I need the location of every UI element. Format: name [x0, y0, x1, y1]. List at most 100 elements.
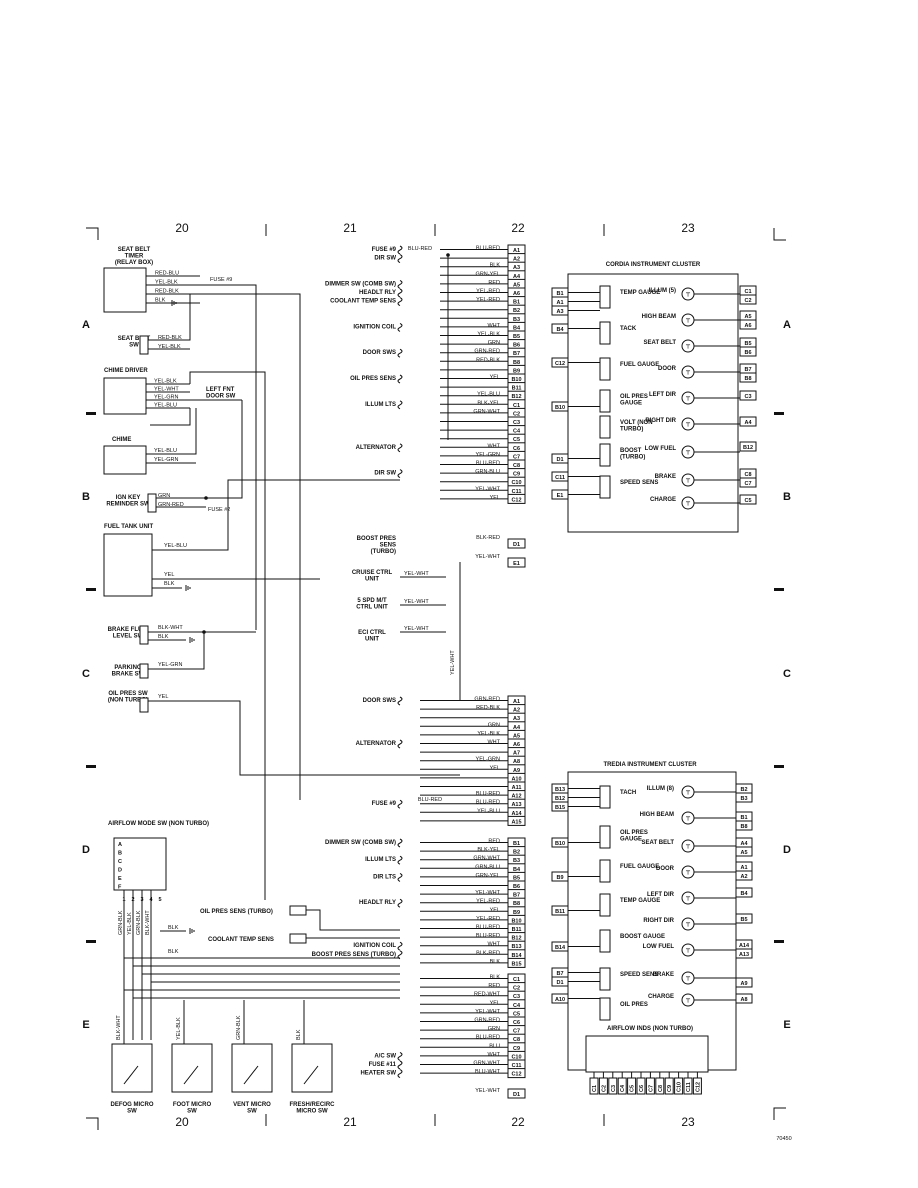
connector-pin: [674, 1077, 684, 1095]
pin-label: B5: [513, 334, 520, 340]
pin-label: B1: [513, 841, 520, 847]
wire-color: YEL-GRN: [476, 757, 500, 763]
ground-symbol: [189, 928, 195, 934]
chime-driver: [103, 377, 147, 415]
pin-label: A3: [556, 309, 563, 315]
wire-color: YEL-WHT: [475, 554, 500, 560]
pin-label: C8: [744, 472, 751, 478]
coolant-sensor: [289, 933, 307, 944]
lamp-label: CHARGE: [650, 497, 676, 503]
connector-symbol: [397, 443, 403, 453]
wire-color: YEL: [490, 765, 500, 771]
lamp-label: LEFT DIR: [647, 892, 675, 898]
wire-color: BLK-WHT: [158, 625, 183, 631]
wire-color: GRN-WHT: [473, 409, 500, 415]
connector-pin: [735, 792, 753, 803]
wire-color: YEL-WHT: [154, 387, 179, 393]
pin-label: B15: [555, 805, 565, 811]
wire: [146, 293, 301, 800]
pin-label: B15: [511, 961, 521, 967]
pin-label: B12: [555, 796, 565, 802]
connector-symbol: [397, 950, 403, 960]
wire-color: WHT: [487, 443, 500, 449]
pin-label: C2: [513, 986, 520, 992]
wire-color: YEL-GRN: [154, 395, 178, 401]
connector-symbol: [397, 254, 403, 264]
lamp-glyph: ⊤: [686, 816, 691, 823]
wire-color: GRN-BLU: [475, 469, 500, 475]
connector-pin: [739, 294, 757, 305]
lamp-glyph: ⊤: [686, 292, 691, 299]
column-number-top: 22: [511, 221, 525, 235]
lamp-glyph: ⊤: [686, 790, 691, 797]
pin-label: C9: [513, 1046, 520, 1052]
pin-label: C5: [513, 437, 520, 443]
pin-label: D1: [513, 542, 520, 548]
pin-label: A6: [513, 742, 520, 748]
circuit-label: DOOR SWS: [363, 350, 396, 356]
wire-color: BLU-RED: [476, 461, 500, 467]
pin-label: C7: [513, 454, 520, 460]
wire-color: YEL-BLU: [154, 448, 177, 454]
connector-pin: [507, 538, 526, 549]
lamp-label: RIGHT DIR: [645, 418, 676, 424]
pin-label: A9: [740, 981, 747, 987]
connector-pin: [617, 1077, 627, 1095]
circuit-label: DOOR SWS: [363, 698, 396, 704]
pin-label: C9: [513, 472, 520, 478]
wire-color: GRN-RED: [158, 502, 184, 508]
connector-pin: [735, 820, 753, 831]
pin-label: D1: [556, 457, 563, 463]
component-label: LEVEL SW: [113, 634, 144, 640]
pin-label: B12: [511, 394, 521, 400]
gauge: [599, 443, 611, 467]
wire-color: YEL: [164, 572, 174, 578]
pin-label: B11: [512, 386, 522, 392]
wire-color: WHT: [487, 740, 500, 746]
pin-label: B3: [740, 796, 747, 802]
wire-color: GRN: [488, 1026, 500, 1032]
ground-symbol: [189, 637, 195, 643]
pin-label: B7: [513, 351, 520, 357]
pin-label: C1: [592, 1085, 598, 1092]
wire-color: YEL: [490, 1000, 500, 1006]
pin-label: B6: [513, 884, 520, 890]
wire-color: BLK: [490, 959, 501, 965]
pin-label: B10: [555, 405, 565, 411]
pin-label: B6: [513, 343, 520, 349]
airflow-mode-switch: [113, 837, 167, 891]
row-letter-left: B: [82, 491, 90, 503]
circuit-label: FUSE #9: [372, 801, 397, 807]
chime: [103, 445, 147, 475]
pin-label: B4: [556, 327, 564, 333]
circuit-label: IGNITION COIL: [353, 943, 396, 949]
wire-color: YEL-RED: [476, 899, 500, 905]
column-number-top: 21: [343, 221, 357, 235]
wire-color: YEL-GRN: [158, 662, 182, 668]
wire-color: BLU-RED: [418, 797, 442, 803]
circuit-label: IGNITION COIL: [353, 324, 396, 330]
lamp-label: ILLUM (5): [649, 288, 676, 294]
wire-color: GRN-RED: [474, 349, 500, 355]
gauge-label: (TURBO): [620, 455, 645, 461]
wire-color: YEL-BLK: [477, 332, 500, 338]
pin-label: C8: [513, 463, 520, 469]
pin-label: C12: [511, 1072, 521, 1078]
wire-color: BLK-RED: [476, 535, 500, 541]
wire-color: BLU-RED: [476, 800, 500, 806]
wire-color: YEL-WHT: [404, 626, 429, 632]
pin-label: C3: [611, 1085, 617, 1092]
circuit-label: DIMMER SW (COMB SW): [325, 281, 396, 287]
component-label: LEFT FNT: [206, 387, 235, 393]
row-letter-left: C: [82, 668, 90, 680]
wire-color: YEL-BLU: [477, 808, 500, 814]
micro-switch: [231, 1043, 273, 1093]
component-label: COOLANT TEMP SENS: [208, 937, 274, 943]
junction-dot: [204, 496, 208, 500]
pin-label: B4: [513, 867, 521, 873]
connector-pin: [739, 441, 757, 452]
wire-color: RED: [488, 839, 500, 845]
pin-label: A8: [513, 759, 520, 765]
junction-dot: [446, 253, 450, 257]
pin-label: B10: [511, 377, 521, 383]
